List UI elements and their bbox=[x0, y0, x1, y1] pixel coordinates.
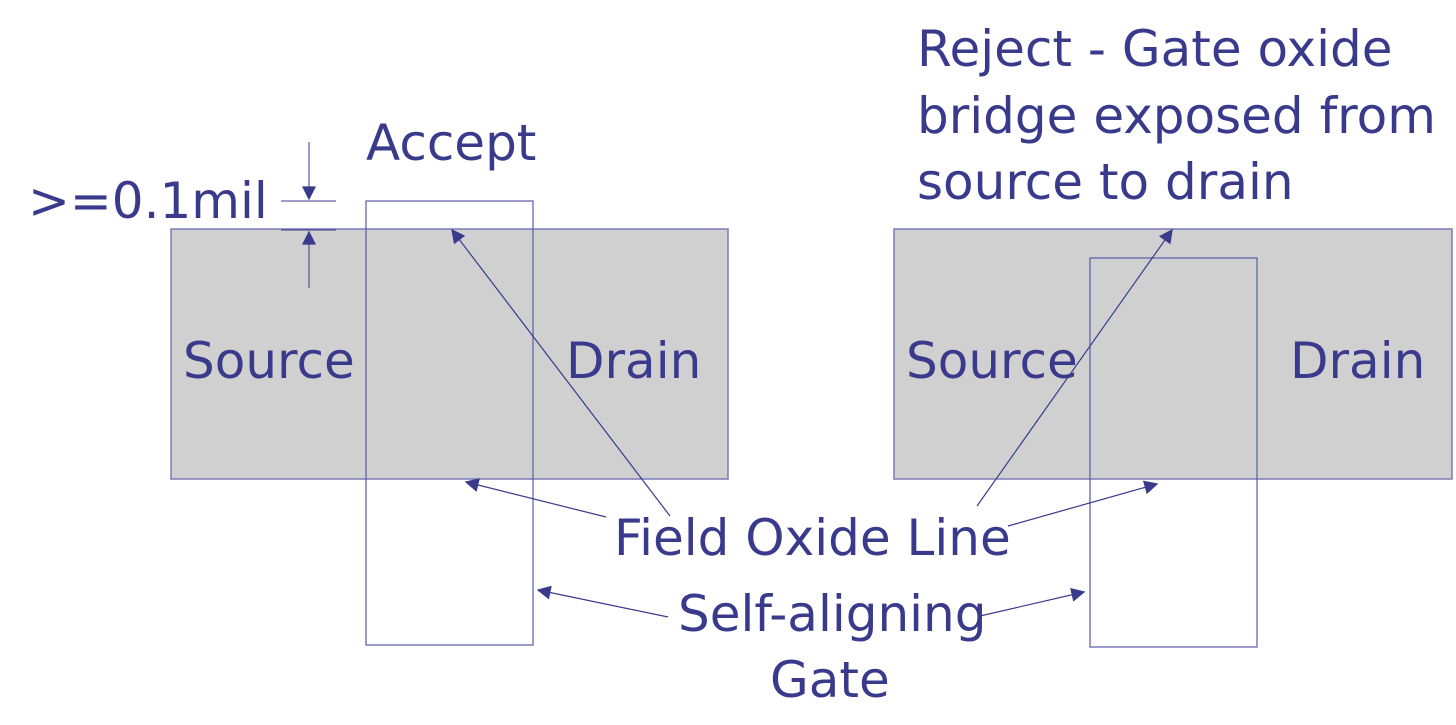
reject-leader-arrow bbox=[976, 228, 1173, 507]
left-active-region bbox=[170, 228, 729, 480]
reject-label: Reject - Gate oxide bridge exposed from … bbox=[917, 20, 1436, 211]
gate-extension-dimension: >=0.1mil bbox=[28, 142, 336, 288]
reject-label-line-3: source to drain bbox=[917, 153, 1294, 211]
leader-arrows bbox=[451, 228, 1173, 618]
left-drain-label: Drain bbox=[566, 332, 701, 390]
right-active-region bbox=[893, 228, 1453, 480]
reject-label-line-2: bridge exposed from bbox=[917, 87, 1436, 145]
self-aligning-label-line-1: Self-aligning bbox=[678, 585, 986, 643]
accept-label: Accept bbox=[366, 114, 536, 172]
right-self-aligning-gate bbox=[1089, 257, 1258, 648]
left-source-label: Source bbox=[183, 332, 355, 390]
left-self-aligning-gate bbox=[365, 200, 534, 646]
right-drain-label: Drain bbox=[1290, 332, 1425, 390]
accept-leader-arrow bbox=[451, 228, 671, 517]
gate-arrow-left bbox=[536, 585, 669, 618]
field-oxide-arrow-right bbox=[1007, 480, 1159, 527]
right-example-reject: Source Drain bbox=[893, 228, 1453, 648]
left-example-accept: Source Drain bbox=[170, 200, 729, 646]
field-oxide-line-label: Field Oxide Line bbox=[614, 509, 1011, 567]
gate-arrow-right bbox=[979, 588, 1086, 617]
self-aligning-label-line-2: Gate bbox=[770, 651, 890, 709]
right-source-label: Source bbox=[906, 332, 1078, 390]
field-oxide-arrow-left bbox=[464, 478, 607, 518]
reject-label-line-1: Reject - Gate oxide bbox=[917, 20, 1393, 78]
dimension-label: >=0.1mil bbox=[28, 172, 268, 230]
